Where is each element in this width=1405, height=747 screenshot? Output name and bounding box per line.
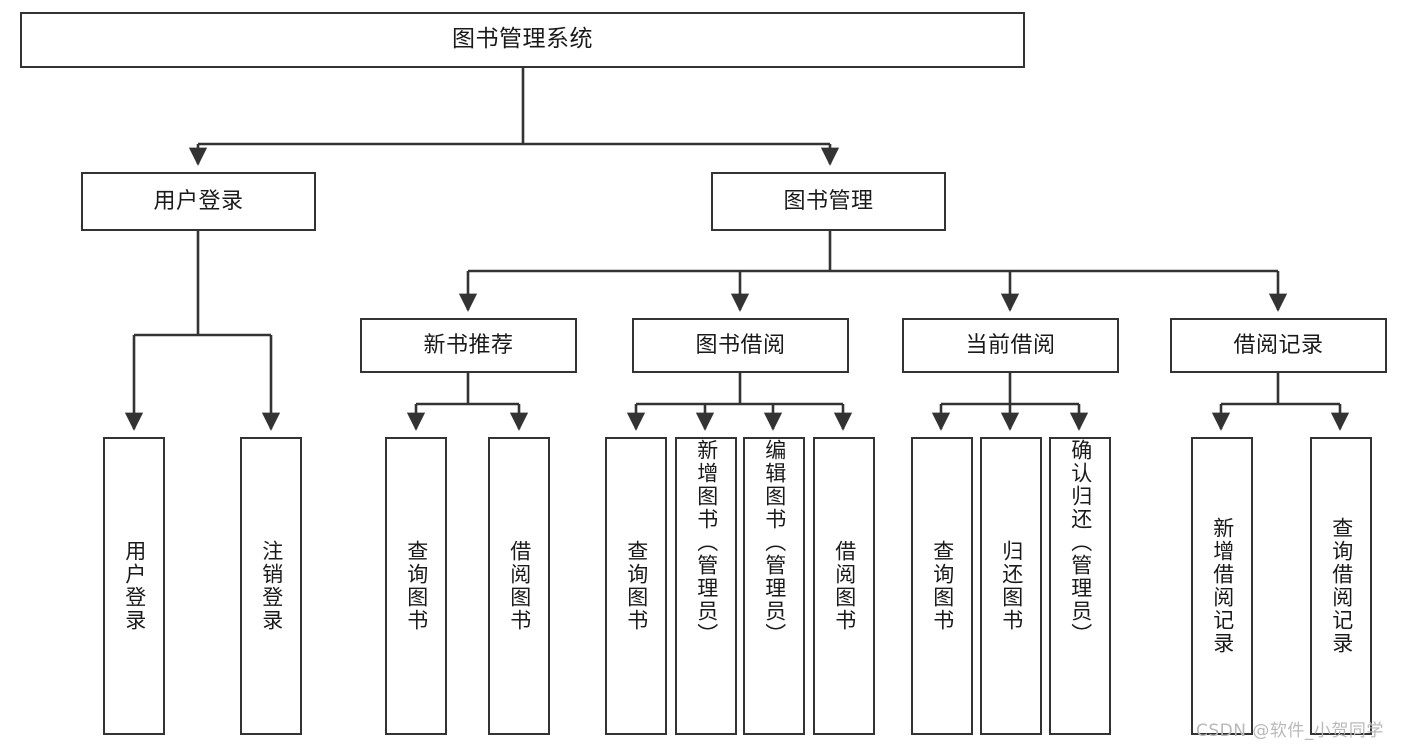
node-leaf-borrow-book[interactable]: 借阅图书 <box>813 437 875 735</box>
node-leaf-add-borrow-record[interactable]: 新增借阅记录 <box>1191 437 1253 735</box>
node-user-login[interactable]: 用户登录 <box>81 172 316 231</box>
node-borrow-record[interactable]: 借阅记录 <box>1170 318 1387 373</box>
node-new-book-recommend[interactable]: 新书推荐 <box>360 318 577 373</box>
node-leaf-logout-login[interactable]: 注销登录 <box>240 437 302 735</box>
node-leaf-edit-book[interactable]: 编辑图书（管理员） <box>743 437 805 735</box>
node-label: 图书管理系统 <box>452 26 593 53</box>
node-leaf-query-book-borrow[interactable]: 查询图书 <box>605 437 667 735</box>
node-label: 确认归还（管理员） <box>1068 439 1093 646</box>
node-leaf-query-borrow-record[interactable]: 查询借阅记录 <box>1310 437 1372 735</box>
node-book-management[interactable]: 图书管理 <box>711 172 946 231</box>
node-current-borrow[interactable]: 当前借阅 <box>902 318 1119 373</box>
node-label: 编辑图书（管理员） <box>762 439 787 646</box>
node-label: 图书借阅 <box>695 332 786 358</box>
node-label: 借阅图书 <box>832 540 857 632</box>
node-label: 查询图书 <box>930 540 955 632</box>
node-label: 归还图书 <box>999 540 1024 632</box>
node-label: 用户登录 <box>153 188 244 214</box>
node-leaf-user-login[interactable]: 用户登录 <box>103 437 165 735</box>
node-leaf-confirm-return[interactable]: 确认归还（管理员） <box>1049 437 1111 735</box>
node-label: 当前借阅 <box>965 332 1056 358</box>
node-leaf-add-book[interactable]: 新增图书（管理员） <box>675 437 737 735</box>
node-label: 注销登录 <box>259 540 284 632</box>
node-leaf-borrow-book-recommend[interactable]: 借阅图书 <box>488 437 550 735</box>
node-root-book-management-system[interactable]: 图书管理系统 <box>20 12 1025 68</box>
node-label: 借阅图书 <box>507 540 532 632</box>
node-label: 查询图书 <box>624 540 649 632</box>
node-label: 用户登录 <box>122 540 147 632</box>
node-label: 新增借阅记录 <box>1210 517 1235 655</box>
node-leaf-query-book-current[interactable]: 查询图书 <box>911 437 973 735</box>
node-label: 查询借阅记录 <box>1329 517 1354 655</box>
node-label: 新增图书（管理员） <box>694 439 719 646</box>
node-label: 新书推荐 <box>423 332 514 358</box>
node-leaf-query-book-recommend[interactable]: 查询图书 <box>385 437 447 735</box>
node-label: 图书管理 <box>783 188 874 214</box>
csdn-watermark: CSDN @软件_小贺同学 <box>1196 721 1384 741</box>
node-book-borrow[interactable]: 图书借阅 <box>632 318 849 373</box>
node-label: 借阅记录 <box>1233 332 1324 358</box>
node-leaf-return-book[interactable]: 归还图书 <box>980 437 1042 735</box>
node-label: 查询图书 <box>404 540 429 632</box>
